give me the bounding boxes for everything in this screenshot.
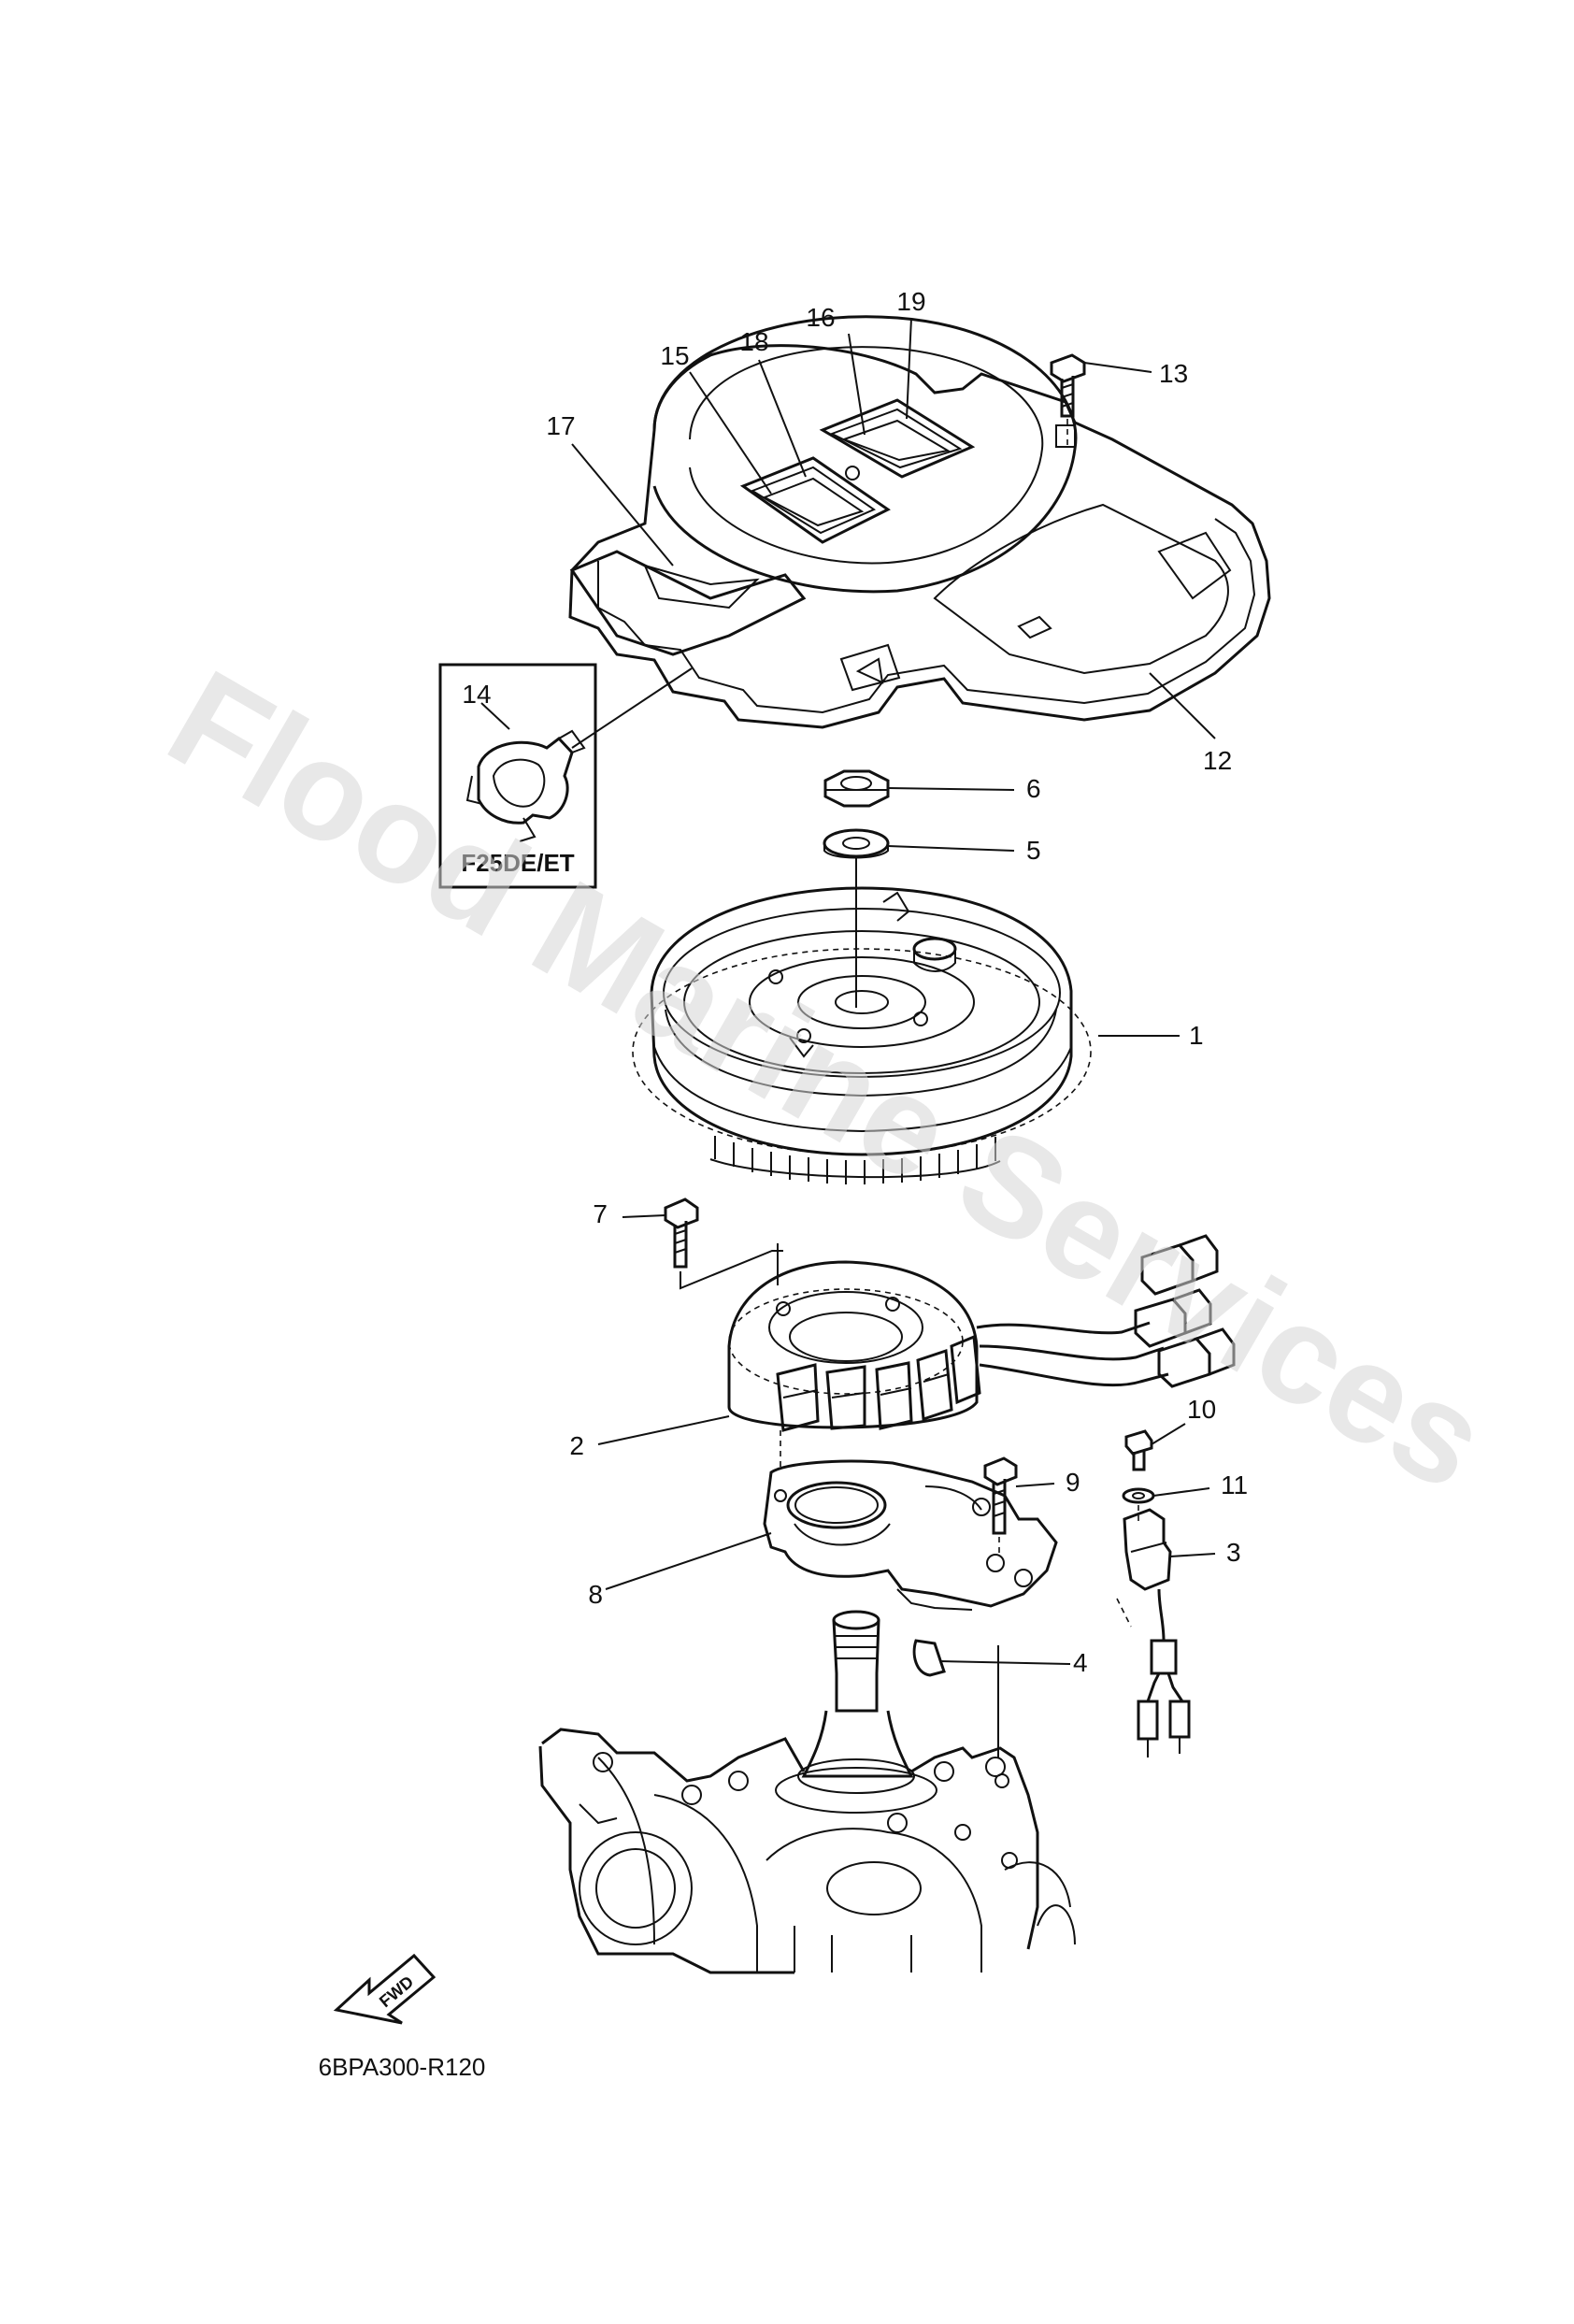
- callout-3: 3: [1226, 1538, 1241, 1567]
- fwd-arrow: FWD: [333, 1953, 436, 2025]
- callout-5: 5: [1026, 836, 1041, 865]
- callout-13: 13: [1159, 359, 1188, 388]
- callout-8: 8: [588, 1580, 603, 1609]
- callout-17: 17: [546, 411, 575, 440]
- callout-2: 2: [569, 1431, 584, 1460]
- inset-label: F25DE/ET: [461, 849, 574, 877]
- bolt-13: [1050, 353, 1086, 449]
- callout-18: 18: [739, 327, 768, 356]
- callout-6: 6: [1026, 774, 1041, 803]
- pulser-coil: [1116, 1508, 1191, 1757]
- callout-7: 7: [593, 1199, 608, 1228]
- diagram-code: 6BPA300-R120: [319, 2053, 486, 2081]
- nut-6: [823, 769, 890, 808]
- flywheel-cover: [568, 315, 1271, 729]
- woodruff-key: [912, 1639, 946, 1677]
- leader-lines: [480, 317, 1216, 1665]
- inset-box: F25DE/ET: [438, 663, 693, 889]
- flywheel: [632, 886, 1092, 1184]
- stator: [727, 1234, 1236, 1432]
- callout-11: 11: [1221, 1470, 1248, 1499]
- callout-10: 10: [1187, 1395, 1216, 1424]
- callouts: 1 2 3 4 5 6 7 8 9 10 11 12 13 14 15 16 1…: [462, 287, 1248, 1677]
- washer-5: [823, 828, 890, 1008]
- callout-15: 15: [660, 341, 689, 370]
- callout-4: 4: [1073, 1648, 1088, 1677]
- crankcase: [538, 1610, 1076, 1974]
- callout-9: 9: [1066, 1468, 1080, 1497]
- screw-10: [1124, 1429, 1153, 1471]
- callout-1: 1: [1189, 1021, 1204, 1050]
- callout-12: 12: [1203, 746, 1232, 775]
- pulser-base: [763, 1430, 1058, 1611]
- bolt-9: [983, 1456, 1018, 1557]
- callout-14: 14: [462, 680, 491, 709]
- bolt-7: [664, 1198, 783, 1290]
- callout-16: 16: [806, 303, 835, 332]
- callout-19: 19: [896, 287, 925, 316]
